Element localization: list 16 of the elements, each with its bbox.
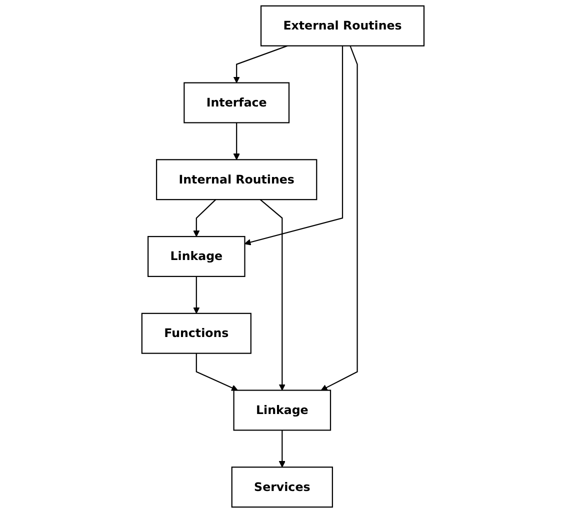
node-box: Linkage — [232, 390, 331, 431]
arrow — [259, 199, 285, 391]
arrow — [320, 46, 358, 391]
arrow — [195, 353, 238, 391]
node-box: Internal Routines — [156, 159, 317, 200]
node-box: Functions — [140, 312, 251, 354]
node-box: Services — [230, 466, 333, 508]
arrow — [278, 430, 285, 468]
node-box: Interface — [183, 82, 290, 124]
node-box: Linkage — [147, 236, 245, 277]
node-box: External Routines — [260, 5, 424, 46]
arrow — [232, 122, 240, 160]
arrow — [192, 199, 216, 237]
arrow — [232, 45, 288, 84]
arrow — [244, 46, 343, 246]
arrow — [192, 276, 200, 314]
